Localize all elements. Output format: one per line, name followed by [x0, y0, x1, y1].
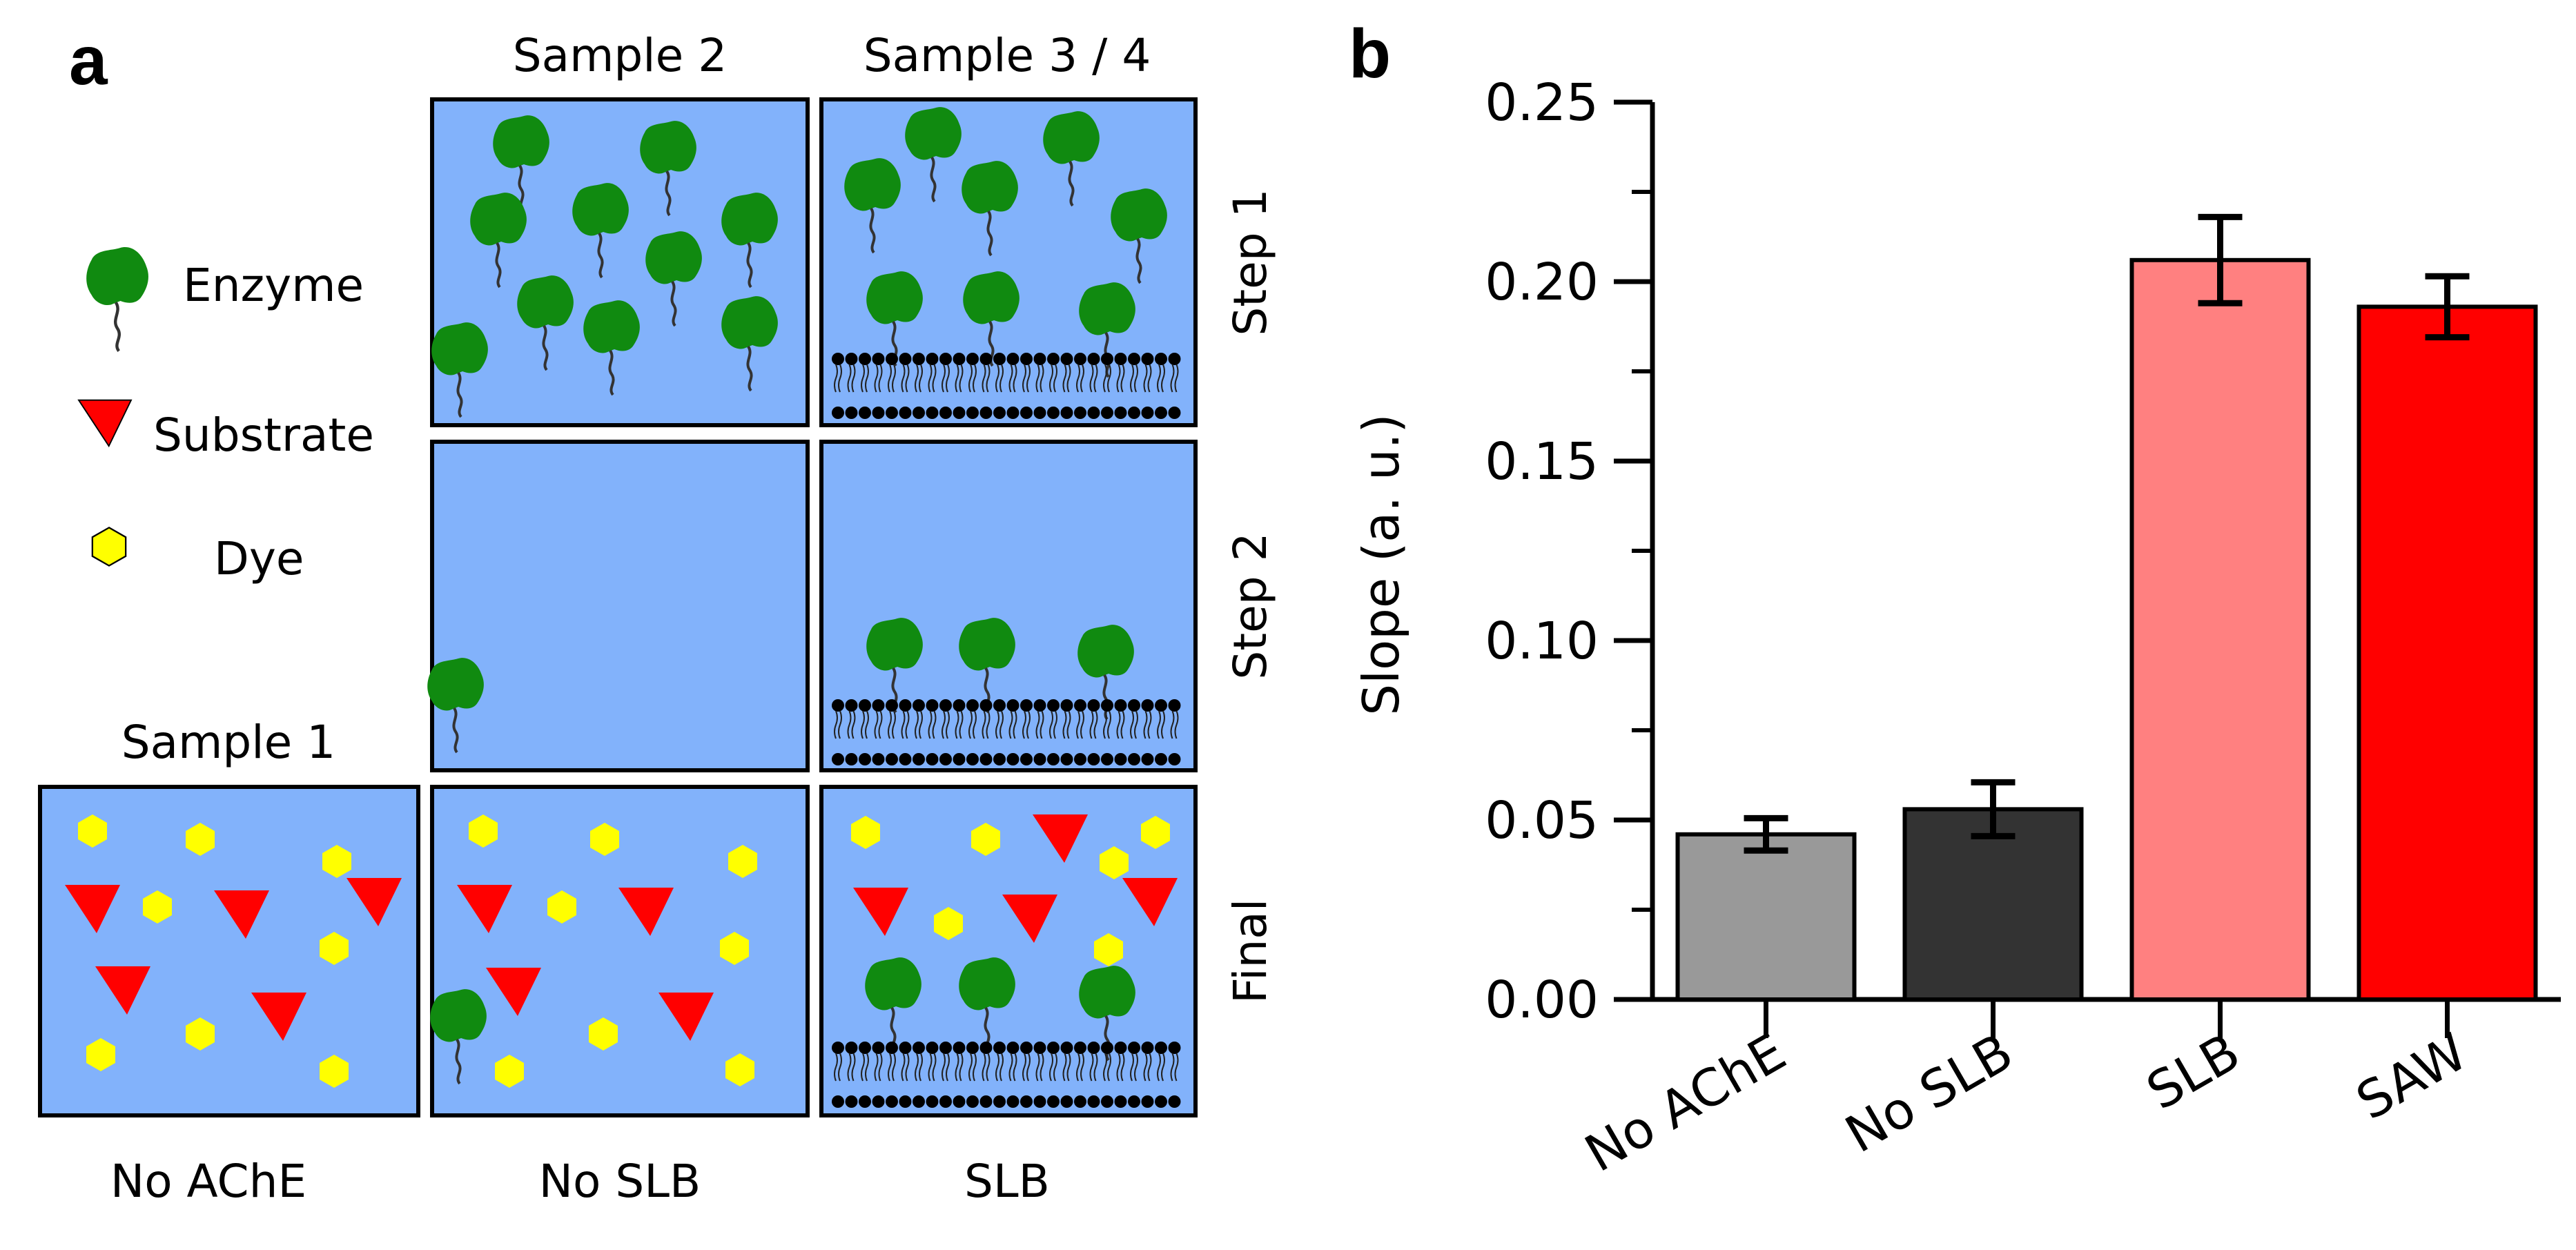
bottom-label-slb: SLB	[964, 1155, 1050, 1208]
y-tick-label: 0.00	[1485, 970, 1599, 1030]
lipid-bilayers	[832, 353, 1181, 1108]
lipid-bilayer	[832, 1042, 1181, 1108]
lipid-bilayer	[832, 699, 1181, 765]
box-sample2-step1	[430, 97, 810, 427]
legend-substrate-icon	[78, 399, 132, 447]
box-sample2-step2	[430, 440, 810, 772]
bar	[2129, 257, 2311, 1002]
bar	[2357, 304, 2538, 1002]
y-tick-label: 0.10	[1485, 612, 1599, 671]
bottom-label-no-ache: No AChE	[110, 1155, 306, 1208]
legend: Enzyme Substrate Dye	[78, 247, 374, 585]
legend-enzyme-icon	[86, 247, 148, 351]
y-axis-title: Slope (a. u.)	[1352, 413, 1410, 715]
y-tick-label: 0.05	[1485, 791, 1599, 850]
legend-substrate-label: Substrate	[153, 409, 374, 462]
panel-a-letter: a	[69, 22, 108, 99]
bar	[1902, 807, 2084, 1002]
x-tick-label: SAW	[2347, 1022, 2477, 1132]
y-tick-label: 0.20	[1485, 253, 1599, 312]
bar	[1675, 832, 1857, 1002]
row-label-step-2: Step 2	[1224, 532, 1277, 679]
header-sample-2: Sample 2	[513, 29, 727, 82]
panel-b-letter: b	[1349, 15, 1391, 92]
x-tick-label: No SLB	[1836, 1022, 2023, 1164]
row-label-final: Final	[1224, 899, 1277, 1004]
bottom-label-no-slb: No SLB	[539, 1155, 701, 1208]
row-label-step-1: Step 1	[1224, 188, 1277, 335]
header-sample-1: Sample 1	[121, 716, 335, 769]
x-tick-label: No AChE	[1575, 1022, 1795, 1184]
x-tick-label: SLB	[2137, 1022, 2250, 1122]
legend-dye-label: Dye	[214, 532, 304, 585]
lipid-bilayer	[832, 353, 1181, 419]
header-sample-3-4: Sample 3 / 4	[863, 29, 1151, 82]
legend-dye-icon	[91, 527, 127, 567]
y-tick-label: 0.15	[1485, 432, 1599, 491]
legend-enzyme-label: Enzyme	[183, 259, 364, 312]
y-tick-label: 0.25	[1485, 73, 1599, 133]
